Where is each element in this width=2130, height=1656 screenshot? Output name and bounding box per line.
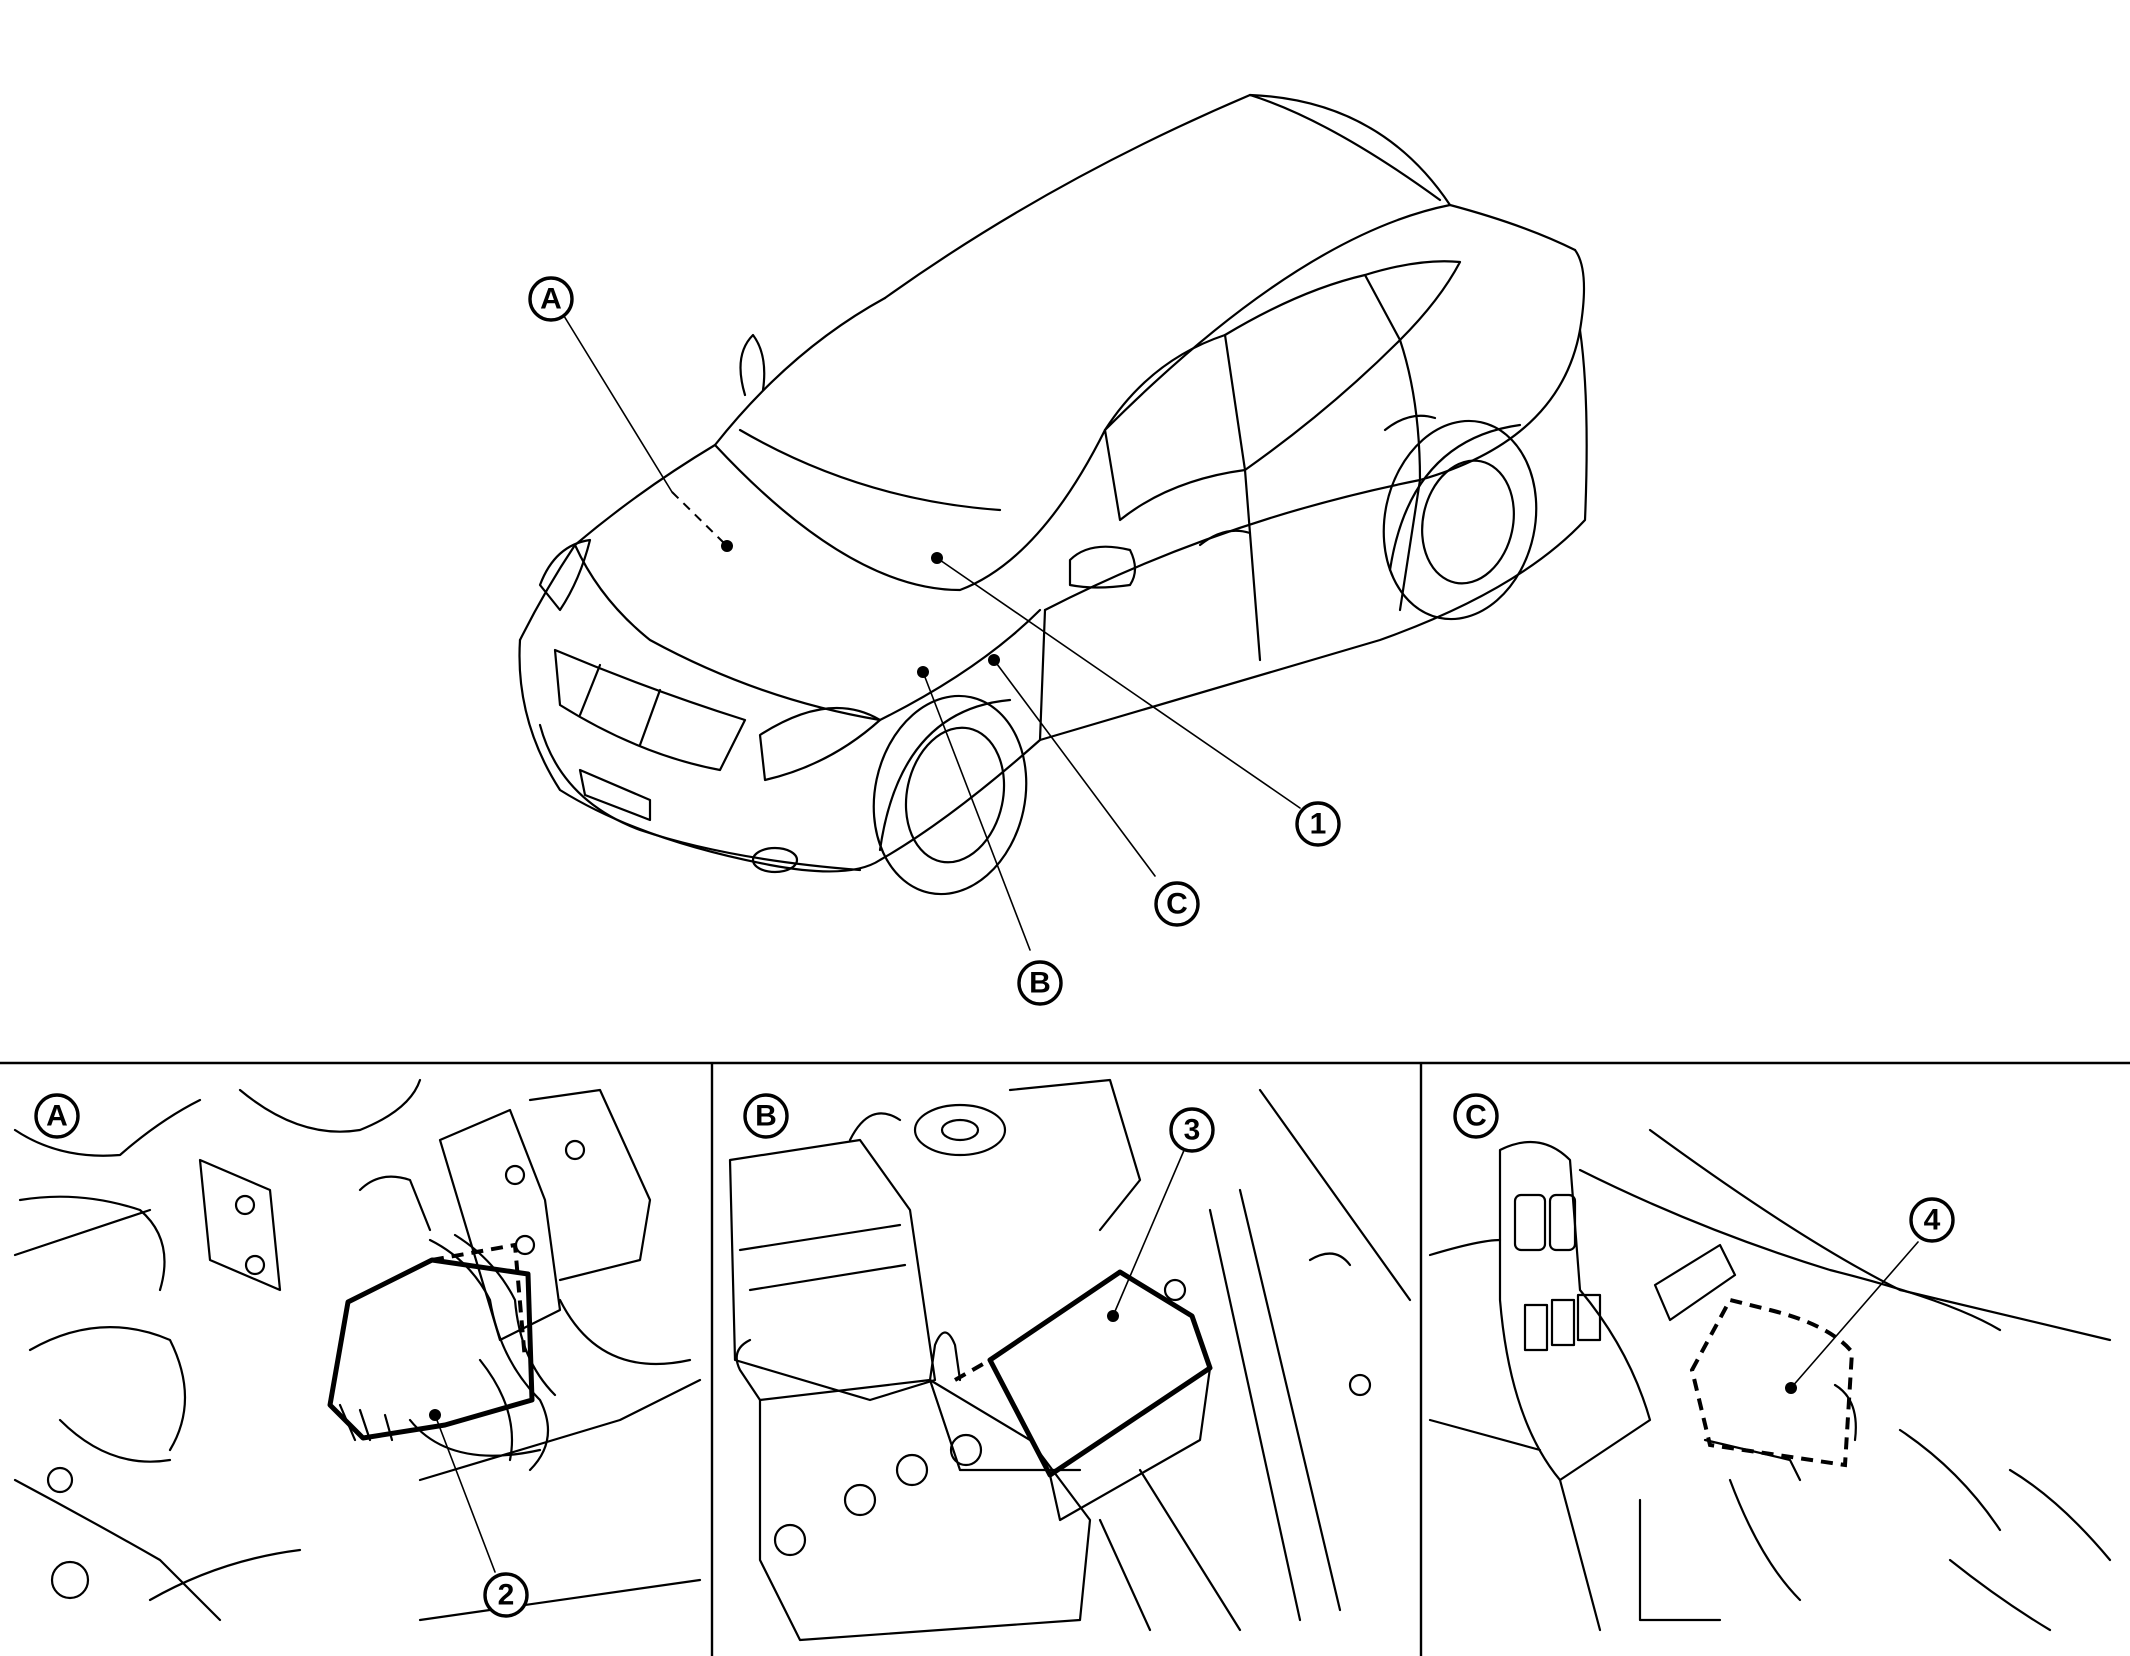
svg-text:2: 2 — [498, 1579, 515, 1612]
overview-leader-lines — [563, 315, 1301, 951]
detail-panel-frames — [0, 1061, 2130, 1656]
detail-panel-c — [1428, 1128, 2112, 1632]
panel-a-label: A — [34, 1093, 80, 1139]
callout-1-overview: 1 — [1295, 801, 1341, 847]
location-dot-1 — [931, 552, 943, 564]
callout-4: 4 — [1909, 1197, 1955, 1243]
vehicle-illustration — [518, 93, 1588, 896]
svg-text:B: B — [755, 1100, 777, 1133]
callout-2: 2 — [483, 1572, 529, 1618]
callout-3: 3 — [1169, 1107, 1215, 1153]
svg-text:B: B — [1029, 967, 1051, 1000]
location-dot-b — [917, 666, 929, 678]
callout-a-overview: A — [528, 276, 574, 322]
detail-panel-a — [13, 1078, 702, 1622]
svg-text:A: A — [46, 1100, 68, 1133]
panel-c-label: C — [1453, 1093, 1499, 1139]
location-dot-a — [721, 540, 733, 552]
panel-b-label: B — [743, 1093, 789, 1139]
callout-c-overview: C — [1154, 881, 1200, 927]
svg-text:3: 3 — [1184, 1114, 1201, 1147]
detail-panel-b — [728, 1078, 1412, 1642]
svg-text:4: 4 — [1924, 1204, 1941, 1237]
svg-text:A: A — [540, 283, 562, 316]
svg-text:C: C — [1166, 888, 1188, 921]
svg-text:C: C — [1465, 1100, 1487, 1133]
location-dot-c — [988, 654, 1000, 666]
callout-b-overview: B — [1017, 960, 1063, 1006]
svg-text:1: 1 — [1310, 808, 1327, 841]
